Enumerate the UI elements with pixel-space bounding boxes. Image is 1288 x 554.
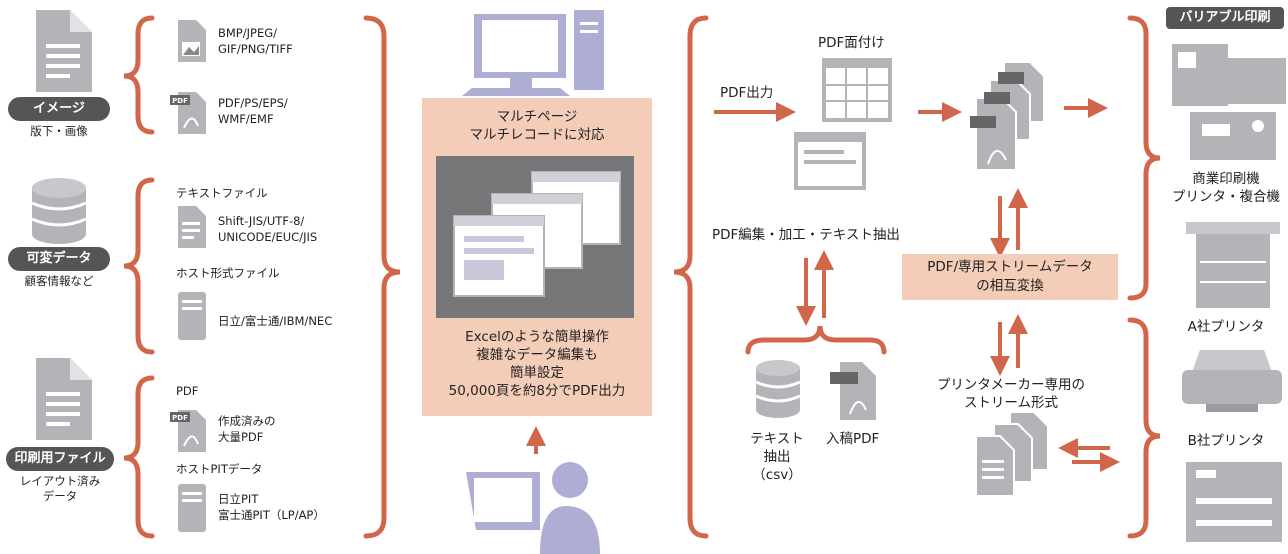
text-file-icon bbox=[178, 206, 206, 248]
pit-line1: 日立PIT bbox=[218, 492, 259, 506]
imposition-label: PDF面付け bbox=[818, 35, 885, 51]
server-icon-left bbox=[178, 292, 206, 340]
pdf-desc-line2: 大量PDF bbox=[218, 430, 264, 444]
commercial-printer-icon bbox=[1172, 44, 1286, 160]
imposition-icon bbox=[794, 58, 892, 190]
pdf-output-label: PDF出力 bbox=[720, 85, 774, 101]
received-pdf-icon bbox=[830, 362, 876, 420]
host-vendors: 日立/富士通/IBM/NEC bbox=[218, 314, 333, 328]
center-bottom-line1: Excelのような簡単操作 bbox=[465, 329, 609, 345]
print-pill: 印刷用ファイル bbox=[6, 447, 114, 471]
edit-label: PDF編集・加工・テキスト抽出 bbox=[712, 227, 900, 243]
vector-format-line1: PDF/PS/EPS/ bbox=[218, 96, 288, 110]
database-icon bbox=[31, 178, 87, 244]
pit-line2: 富士通PIT（LP/AP） bbox=[218, 508, 325, 522]
stacked-windows-icon bbox=[453, 171, 621, 297]
print-sub-line2: データ bbox=[42, 489, 78, 503]
center-bottom-line2: 複雑なデータ編集も bbox=[476, 347, 598, 363]
svg-text:PDF: PDF bbox=[172, 97, 188, 105]
print-document-icon bbox=[36, 358, 92, 440]
commercial-line1: 商業印刷機 bbox=[1192, 171, 1260, 187]
pdf-file-icon-print: PDF bbox=[170, 410, 206, 452]
printer-b-label: B社プリンタ bbox=[1187, 433, 1265, 449]
center-bottom-line3: 簡単設定 bbox=[510, 365, 564, 381]
stream-line1: プリンタメーカー専用の bbox=[936, 377, 1086, 393]
svg-text:PDF: PDF bbox=[172, 414, 188, 422]
pdf-desc-line1: 作成済みの bbox=[218, 414, 276, 428]
variable-pill: 可変データ bbox=[8, 247, 110, 271]
image-file-icon bbox=[178, 20, 206, 62]
csv-database-icon bbox=[755, 360, 801, 418]
user-icon bbox=[466, 462, 600, 554]
pdf-file-icon-left: PDF bbox=[170, 92, 206, 134]
center-preview bbox=[436, 156, 634, 318]
conversion-panel bbox=[902, 254, 1118, 300]
stream-line2: ストリーム形式 bbox=[963, 395, 1059, 411]
pdf-label: PDF bbox=[176, 384, 199, 398]
conversion-line1: PDF/専用ストリームデータ bbox=[927, 259, 1093, 275]
variable-sub: 顧客情報など bbox=[24, 274, 94, 288]
center-bottom-line4: 50,000頁を約8分でPDF出力 bbox=[448, 383, 626, 399]
commercial-line2: プリンタ・複合機 bbox=[1172, 189, 1280, 205]
pdf-stack-icon bbox=[970, 61, 1045, 171]
image-sub: 版下・画像 bbox=[30, 124, 88, 138]
text-extract-line1: テキスト bbox=[750, 431, 804, 447]
vector-format-line2: WMF/EMF bbox=[218, 112, 274, 126]
printer-a-icon bbox=[1182, 350, 1282, 412]
text-extract-line3: （csv） bbox=[752, 467, 802, 483]
variable-print-pill: バリアブル印刷 bbox=[1166, 7, 1284, 29]
text-file-label: テキストファイル bbox=[176, 186, 268, 200]
printer-b-icon bbox=[1186, 462, 1282, 542]
received-pdf-label: 入稿PDF bbox=[826, 431, 880, 447]
print-sub-line1: レイアウト済み bbox=[19, 474, 101, 488]
server-icon-pit bbox=[178, 484, 206, 532]
encoding-line1: Shift-JIS/UTF-8/ bbox=[218, 214, 305, 228]
center-top-line1: マルチページ bbox=[496, 109, 578, 125]
host-pit-label: ホストPITデータ bbox=[176, 462, 263, 476]
image-format-line1: BMP/JPEG/ bbox=[218, 26, 277, 40]
center-top-line2: マルチレコードに対応 bbox=[469, 127, 605, 143]
stream-docs-icon bbox=[975, 411, 1049, 497]
text-extract-line2: 抽出 bbox=[763, 449, 791, 465]
multifunction-printer-icon bbox=[1186, 222, 1280, 308]
computer-icon bbox=[462, 10, 604, 96]
printer-a-label: A社プリンタ bbox=[1187, 319, 1265, 335]
conversion-line2: の相互変換 bbox=[976, 278, 1044, 294]
image-document-icon bbox=[36, 10, 92, 92]
image-pill: イメージ bbox=[8, 97, 110, 121]
image-format-line2: GIF/PNG/TIFF bbox=[218, 42, 293, 56]
host-file-label: ホスト形式ファイル bbox=[176, 266, 280, 280]
encoding-line2: UNICODE/EUC/JIS bbox=[218, 230, 318, 244]
